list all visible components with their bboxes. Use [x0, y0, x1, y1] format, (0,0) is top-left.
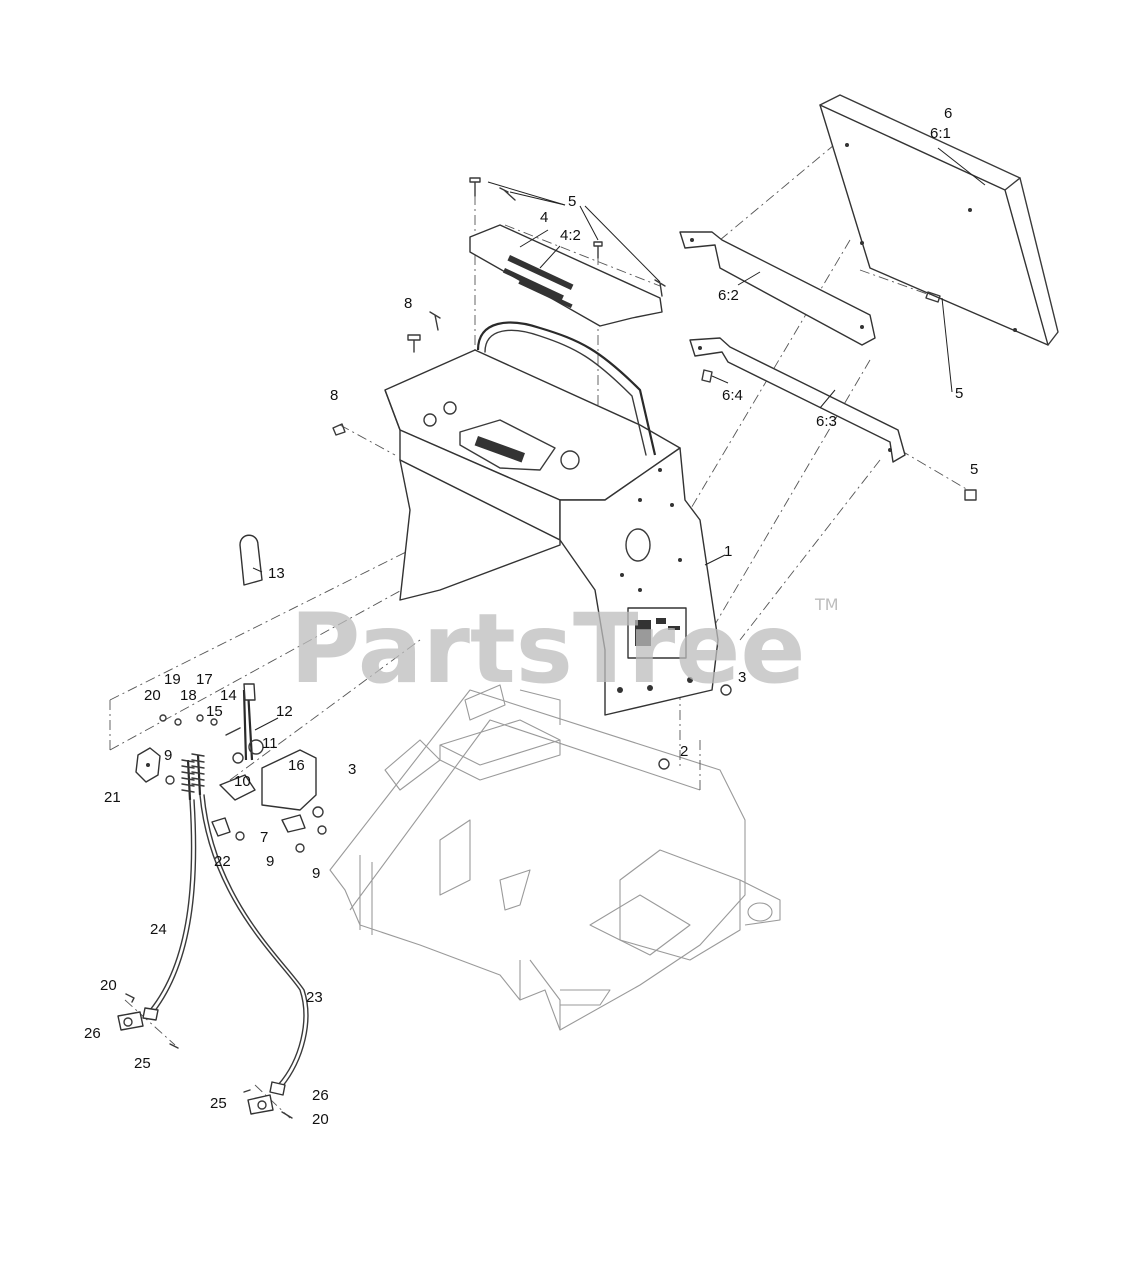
callout-20-upper: 20	[144, 687, 161, 704]
callout-leaders	[252, 147, 986, 731]
lever-mount-assembly	[159, 714, 317, 833]
callout-26-left: 26	[84, 1025, 101, 1042]
callout-15: 15	[206, 703, 223, 720]
callout-9-mid: 9	[266, 853, 274, 870]
watermark-trademark: TM	[814, 595, 839, 614]
watermark-text: PartsTree	[290, 593, 805, 705]
callout-3-left: 3	[348, 761, 356, 778]
callout-9-right: 9	[312, 865, 320, 882]
callout-6-2: 6:2	[718, 287, 739, 304]
callout-7: 7	[260, 829, 268, 846]
callout-11: 11	[262, 735, 278, 752]
callout-8-left: 8	[330, 387, 338, 404]
console-pedestal-part	[384, 321, 719, 716]
callout-1: 1	[724, 543, 732, 560]
callout-20-right: 20	[312, 1111, 329, 1128]
seat-bracket-lower-part	[689, 337, 906, 463]
callout-2: 2	[680, 743, 688, 760]
callout-5-right-lower: 5	[970, 461, 978, 478]
control-cables	[142, 753, 309, 1096]
callout-17: 17	[196, 671, 213, 688]
callout-6-3: 6:3	[816, 413, 837, 430]
callout-4-2: 4:2	[560, 227, 581, 244]
callout-6-4: 6:4	[722, 387, 743, 404]
callout-20-left: 20	[100, 977, 117, 994]
callout-24: 24	[150, 921, 167, 938]
callout-3-right: 3	[738, 669, 746, 686]
callout-9-left: 9	[164, 747, 172, 764]
callout-18: 18	[180, 687, 197, 704]
seat-bracket-upper-part	[679, 231, 876, 346]
chassis-frame-ghost	[329, 684, 781, 1031]
callout-22: 22	[214, 853, 231, 870]
callout-5-top: 5	[568, 193, 576, 210]
callout-10: 10	[234, 773, 251, 790]
cable-end-hardware	[117, 993, 293, 1119]
callout-6-1: 6:1	[930, 125, 951, 142]
callout-5-right-upper: 5	[955, 385, 963, 402]
callout-8-top: 8	[404, 295, 412, 312]
cable-clamp-part	[211, 817, 327, 853]
hardware-nuts	[312, 684, 732, 818]
callout-12: 12	[276, 703, 293, 720]
callout-19: 19	[164, 671, 181, 688]
callout-21: 21	[104, 789, 121, 806]
seat-pad-part	[819, 94, 1059, 346]
callout-25-left: 25	[134, 1055, 151, 1072]
callout-14: 14	[220, 687, 237, 704]
screws	[332, 177, 977, 501]
cable-bracket-left-part	[135, 747, 175, 785]
callout-13: 13	[268, 565, 285, 582]
callout-6: 6	[944, 105, 952, 122]
callout-16: 16	[288, 757, 305, 774]
control-lever-part	[239, 534, 263, 761]
control-panel-plate-part	[469, 224, 663, 327]
callout-4: 4	[540, 209, 548, 226]
parts-tree-watermark: PartsTree TM	[290, 593, 839, 705]
callout-23: 23	[306, 989, 323, 1006]
callout-26-right: 26	[312, 1087, 329, 1104]
callout-25-right: 25	[210, 1095, 227, 1112]
callout-labels: 6 6:1 5 4 4:2 6:2 8 8 6:4 5 6:3 5 1 13 3…	[84, 105, 978, 1128]
